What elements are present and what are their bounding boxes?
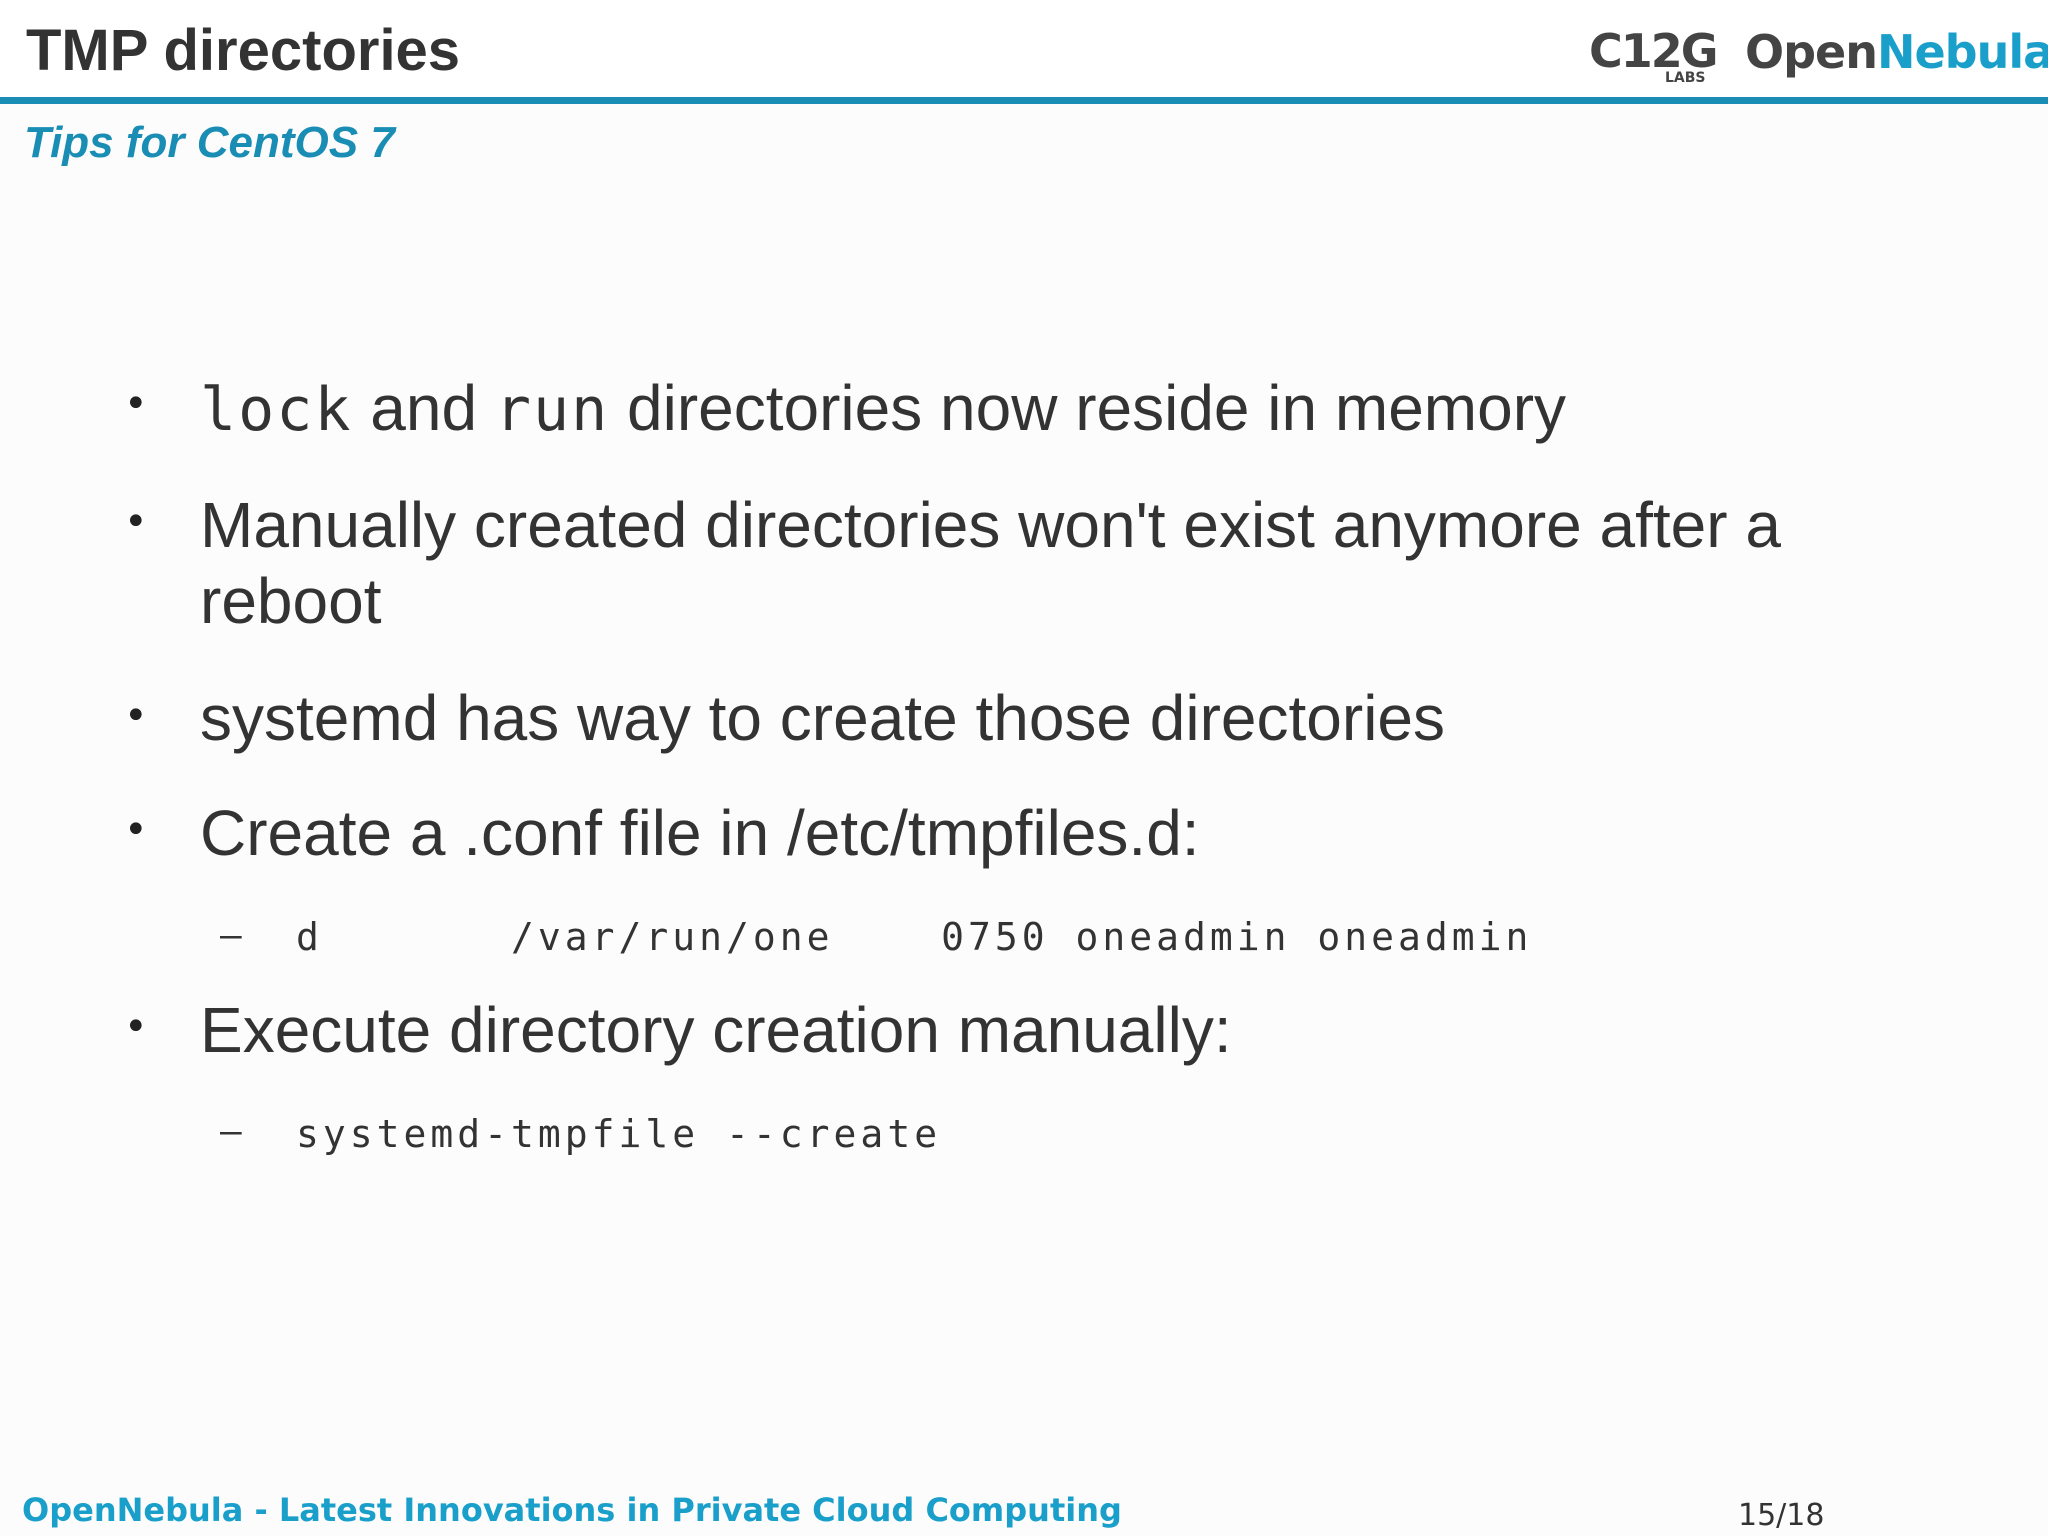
bullet-marker: • <box>124 1004 148 1050</box>
inline-code-lock: lock <box>200 375 353 445</box>
bullet-marker: • <box>124 807 148 853</box>
c12g-logo-subtext: LABS <box>1665 70 1706 86</box>
inline-code-run: run <box>494 375 610 445</box>
bullet-item-manual-dirs-line2: reboot <box>200 565 382 637</box>
opennebula-logo-open: Open <box>1745 25 1878 79</box>
bullet-text-rest: directories now reside in memory <box>609 372 1566 444</box>
sub-bullet-dash: – <box>220 915 242 956</box>
sub-bullet-dash: – <box>220 1111 242 1152</box>
bullet-item-systemd: systemd has way to create those director… <box>200 682 1445 754</box>
bullet-marker: • <box>124 499 148 545</box>
bullet-text-and: and <box>352 372 495 444</box>
c12g-labs-logo: C12G LABS <box>1589 24 1719 90</box>
opennebula-logo: OpenNebula <box>1745 22 2048 82</box>
slide-title: TMP directories <box>26 18 461 83</box>
bullet-item-conf-file: Create a .conf file in /etc/tmpfiles.d: <box>200 797 1200 869</box>
slide-header: TMP directories C12G LABS OpenNebula <box>0 0 2048 98</box>
bullet-item-manual-dirs-line1: Manually created directories won't exist… <box>200 489 1781 561</box>
footer-title: OpenNebula - Latest Innovations in Priva… <box>22 1491 1122 1529</box>
bullet-marker: • <box>124 693 148 739</box>
opennebula-logo-nebula: Nebula <box>1876 25 2048 79</box>
page-number: 15/18 <box>1738 1498 1825 1533</box>
bullet-marker: • <box>124 381 148 427</box>
code-systemd-tmpfile: systemd-tmpfile --create <box>296 1112 942 1156</box>
slide-subtitle: Tips for CentOS 7 <box>24 118 395 167</box>
bullet-item-execute: Execute directory creation manually: <box>200 994 1232 1066</box>
code-tmpfiles-entry: d /var/run/one 0750 oneadmin oneadmin <box>296 915 1533 959</box>
header-divider <box>0 97 2048 104</box>
bullet-item-lock-run: lock and run directories now reside in m… <box>200 370 1900 448</box>
c12g-logo-text: C12G <box>1589 24 1719 78</box>
